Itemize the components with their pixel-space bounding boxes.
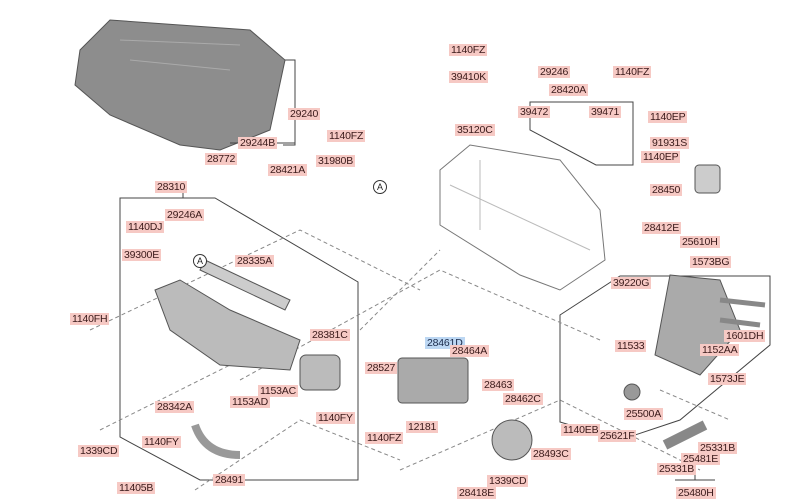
part-label[interactable]: 25621F xyxy=(598,430,637,442)
part-label[interactable]: 28491 xyxy=(213,474,246,486)
part-label[interactable]: 25500A xyxy=(624,408,664,420)
part-label[interactable]: 28310 xyxy=(155,181,188,193)
part-label[interactable]: 1140EB xyxy=(561,424,601,436)
coolant-hose-part xyxy=(662,420,708,450)
engine-cover-part xyxy=(74,19,286,151)
part-label[interactable]: 1140FZ xyxy=(449,44,488,56)
cylinder-head-part xyxy=(439,144,606,291)
part-label[interactable]: 25481E xyxy=(681,453,721,465)
part-label[interactable]: 1140FZ xyxy=(365,432,404,444)
part-label[interactable]: 1140FZ xyxy=(327,130,366,142)
part-label[interactable]: 28464A xyxy=(450,345,490,357)
part-label[interactable]: 1601DH xyxy=(724,330,766,342)
part-label[interactable]: 28335A xyxy=(235,255,275,267)
part-label[interactable]: 1140FH xyxy=(70,313,110,325)
part-label[interactable]: 1573BG xyxy=(690,256,732,268)
egr-pipe-part xyxy=(191,423,241,459)
part-label[interactable]: 28772 xyxy=(205,153,238,165)
part-label[interactable]: 1153AD xyxy=(230,396,270,408)
part-label[interactable]: 25480H xyxy=(676,487,716,499)
part-label[interactable]: 1140FY xyxy=(316,412,355,424)
part-label[interactable]: 28381C xyxy=(310,329,350,341)
part-label[interactable]: 28342A xyxy=(155,401,195,413)
part-label[interactable]: 25331B xyxy=(698,442,738,454)
part-label[interactable]: 91931S xyxy=(650,137,690,149)
part-label[interactable]: 25331B xyxy=(657,463,697,475)
part-label[interactable]: 12181 xyxy=(406,421,439,433)
part-label[interactable]: 28493C xyxy=(531,448,571,460)
part-label[interactable]: 1140EP xyxy=(648,111,688,123)
part-label[interactable]: 28462C xyxy=(503,393,543,405)
part-label[interactable]: 11405B xyxy=(117,482,156,494)
part-label[interactable]: 35120C xyxy=(455,124,495,136)
reference-marker-a: A xyxy=(193,254,207,268)
part-label[interactable]: 1140FZ xyxy=(613,66,652,78)
part-label[interactable]: 39410K xyxy=(449,71,489,83)
part-label[interactable]: 29244B xyxy=(238,137,278,149)
part-label[interactable]: 28463 xyxy=(482,379,515,391)
part-label[interactable]: 39300E xyxy=(122,249,162,261)
part-label[interactable]: 28418E xyxy=(457,487,497,499)
part-label[interactable]: 1152AA xyxy=(700,344,740,356)
part-label[interactable]: 1573JE xyxy=(708,373,747,385)
part-label[interactable]: 29246A xyxy=(165,209,205,221)
part-label[interactable]: 11533 xyxy=(615,340,647,352)
part-label[interactable]: 28421A xyxy=(268,164,308,176)
part-label[interactable]: 1339CD xyxy=(78,445,120,457)
part-label[interactable]: 28527 xyxy=(365,362,398,374)
egr-housing-part xyxy=(491,419,533,461)
part-label[interactable]: 39472 xyxy=(518,106,551,118)
intake-manifold-part xyxy=(154,279,301,371)
thermostat-housing-part xyxy=(654,274,741,376)
egr-cooler-part xyxy=(397,357,469,404)
part-label[interactable]: 25610H xyxy=(680,236,720,248)
intake-manifold-box xyxy=(119,197,359,481)
part-label[interactable]: 28420A xyxy=(549,84,589,96)
throttle-body-part xyxy=(694,164,721,194)
part-label[interactable]: 29240 xyxy=(288,108,321,120)
part-label[interactable]: 31980B xyxy=(316,155,356,167)
part-label[interactable]: 29246 xyxy=(538,66,571,78)
part-label[interactable]: 39220G xyxy=(611,277,652,289)
part-label[interactable]: 1140FY xyxy=(142,436,181,448)
part-label[interactable]: 28412E xyxy=(642,222,682,234)
part-label[interactable]: 28450 xyxy=(650,184,683,196)
part-label[interactable]: 1140DJ xyxy=(126,221,165,233)
part-label[interactable]: 1339CD xyxy=(487,475,529,487)
egr-valve-part xyxy=(299,354,341,391)
part-label[interactable]: 1153AC xyxy=(258,385,298,397)
reference-marker-a: A xyxy=(373,180,387,194)
part-label[interactable]: 1140EP xyxy=(641,151,681,163)
part-label[interactable]: 39471 xyxy=(589,106,622,118)
